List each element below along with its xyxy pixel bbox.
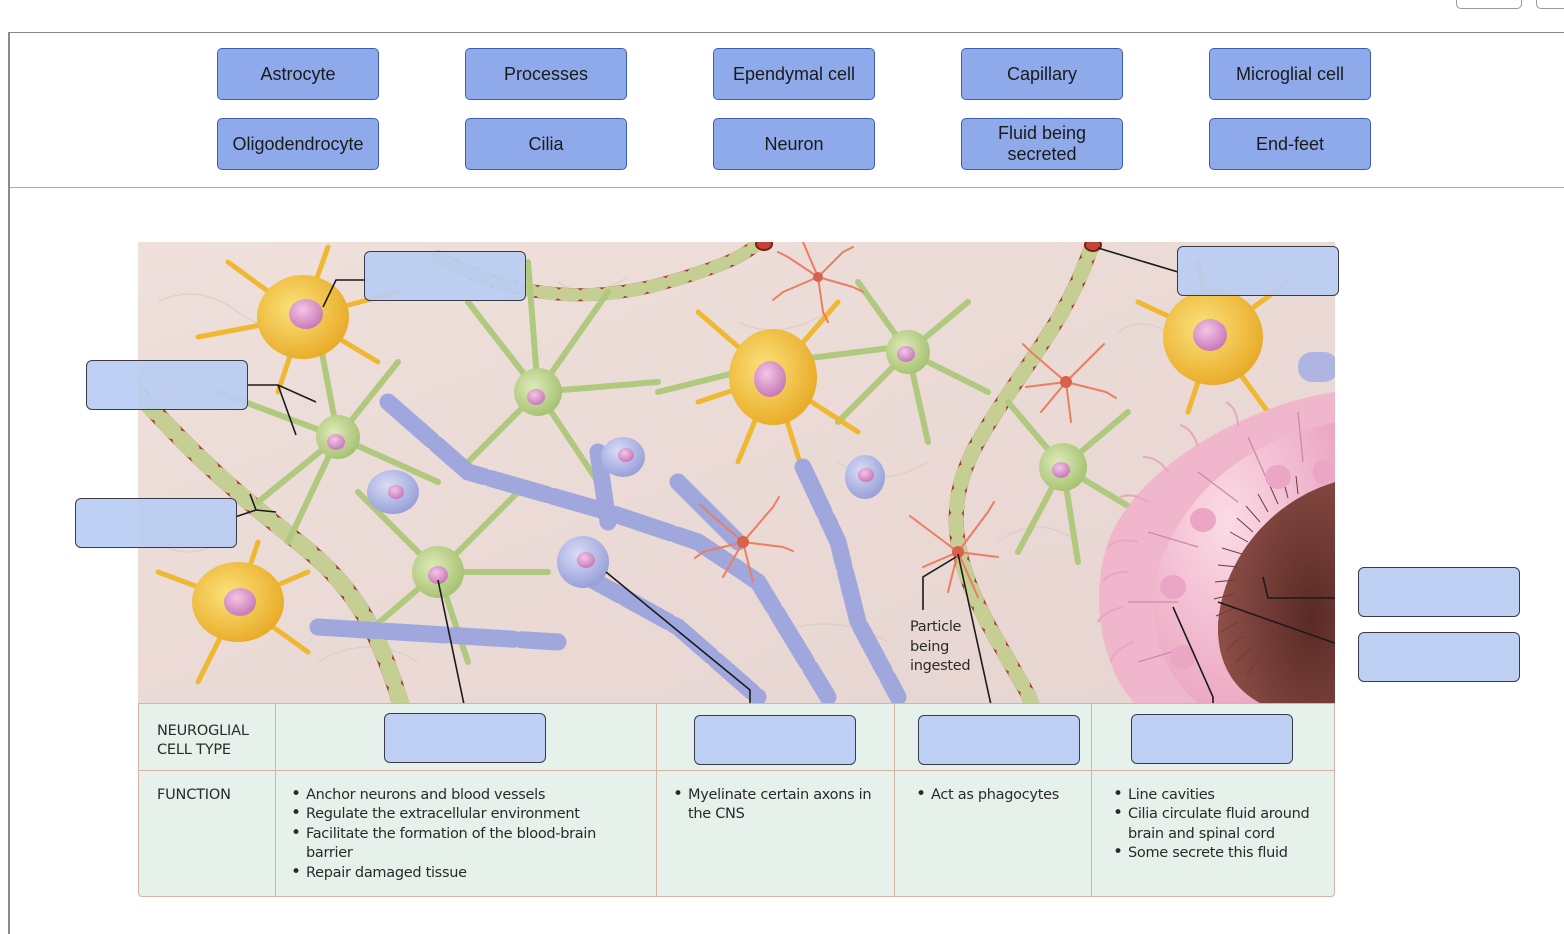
- leader-capillary: [1097, 247, 1179, 273]
- table-col-divider: [275, 704, 276, 896]
- particle-being-ingested-label: Particle being ingested: [910, 619, 971, 674]
- leader-fluid: [1217, 601, 1335, 645]
- drop-target-table-col1[interactable]: [384, 713, 546, 763]
- row-header-function: FUNCTION: [157, 787, 231, 803]
- function-item: Facilitate the formation of the blood-br…: [291, 824, 636, 864]
- table-col-divider: [1091, 704, 1092, 896]
- astrocyte-bodies: [192, 275, 1335, 642]
- drop-target-right-lower[interactable]: [1358, 632, 1520, 682]
- leader-particle: [922, 556, 957, 610]
- drop-target-upper-left[interactable]: [86, 360, 248, 410]
- function-list-astrocyte: Anchor neurons and blood vessels Regulat…: [291, 785, 636, 883]
- drop-target-right-upper[interactable]: [1358, 567, 1520, 617]
- microglial-cell-1: [772, 242, 864, 323]
- label-chip-astrocyte[interactable]: Astrocyte: [217, 48, 379, 100]
- microglial-cell-3: [1022, 343, 1117, 423]
- label-chip-microglial-cell[interactable]: Microglial cell: [1209, 48, 1371, 100]
- leader-cilia: [1262, 576, 1335, 599]
- function-list-microglia: Act as phagocytes: [916, 785, 1086, 805]
- function-item: Cilia circulate fluid around brain and s…: [1113, 804, 1325, 844]
- drop-target-table-col3[interactable]: [918, 715, 1080, 765]
- microglial-cell-2: [694, 496, 794, 583]
- function-item: Line cavities: [1113, 785, 1325, 805]
- function-item: Myelinate certain axons in the CNS: [673, 785, 873, 825]
- function-list-oligodendrocyte: Myelinate certain axons in the CNS: [673, 785, 873, 825]
- label-chip-neuron[interactable]: Neuron: [713, 118, 875, 170]
- oligodendrocyte-bodies: [367, 437, 885, 588]
- ependymal-cells: [1097, 392, 1335, 707]
- leader-astrocyte-top: [322, 279, 366, 308]
- label-chip-capillary[interactable]: Capillary: [961, 48, 1123, 100]
- function-list-ependymal: Line cavities Cilia circulate fluid arou…: [1113, 785, 1325, 864]
- drop-target-lower-left[interactable]: [75, 498, 237, 548]
- label-chip-end-feet[interactable]: End-feet: [1209, 118, 1371, 170]
- neuron-bodies: [316, 330, 1087, 598]
- label-chip-fluid-being-secreted[interactable]: Fluid being secreted: [961, 118, 1123, 170]
- function-item: Act as phagocytes: [916, 785, 1086, 805]
- drop-target-capillary[interactable]: [1177, 246, 1339, 296]
- label-chip-oligodendrocyte[interactable]: Oligodendrocyte: [217, 118, 379, 170]
- label-chip-ependymal-cell[interactable]: Ependymal cell: [713, 48, 875, 100]
- ependymal-nuclei: [1160, 460, 1333, 669]
- microglia: [694, 242, 1117, 598]
- top-control-right[interactable]: [1536, 0, 1564, 9]
- table-col-divider: [894, 704, 895, 896]
- drop-target-astrocyte-cell[interactable]: [364, 251, 526, 301]
- label-chip-cilia[interactable]: Cilia: [465, 118, 627, 170]
- top-control-left[interactable]: [1456, 0, 1522, 9]
- leader-processes-lower: [234, 493, 277, 518]
- left-border: [8, 32, 10, 934]
- function-item: Some secrete this fluid: [1113, 843, 1325, 863]
- drop-target-table-col4[interactable]: [1131, 714, 1293, 764]
- cilia: [1213, 475, 1299, 677]
- function-item: Anchor neurons and blood vessels: [291, 785, 636, 805]
- table-col-divider: [656, 704, 657, 896]
- leader-table-astrocyte: [437, 579, 467, 715]
- drop-target-table-col2[interactable]: [694, 715, 856, 765]
- microglial-cell-4: [909, 501, 999, 598]
- leader-processes-upper: [246, 384, 317, 436]
- neuroglia-illustration: [138, 242, 1335, 721]
- function-item: Repair damaged tissue: [291, 863, 636, 883]
- label-chip-processes[interactable]: Processes: [465, 48, 627, 100]
- function-item: Regulate the extracellular environment: [291, 804, 636, 824]
- oligodendrocyte-myelin: [309, 393, 907, 706]
- word-bank-bottom-border: [8, 187, 1564, 188]
- leader-table-microglia: [957, 553, 994, 715]
- row-header-cell-type: NEUROGLIAL CELL TYPE: [157, 723, 249, 758]
- word-bank-top-border: [8, 32, 1564, 33]
- table-row-divider: [139, 770, 1334, 771]
